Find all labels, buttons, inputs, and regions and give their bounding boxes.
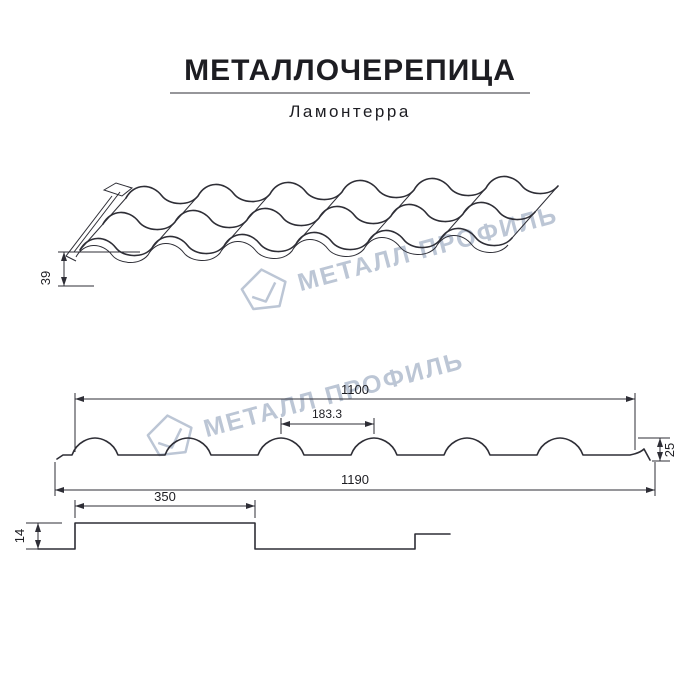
dimension-wave-pitch: 183.3: [280, 407, 375, 434]
dimension-cover-width: 1100: [74, 382, 636, 452]
dimension-value: 1100: [341, 382, 369, 397]
left-flange-strip: [65, 191, 121, 262]
tile-column-lines: [79, 185, 559, 251]
step-profile-view: 350 14: [12, 489, 451, 550]
metal-profil-logo-icon: [240, 268, 287, 311]
dimension-value: 14: [12, 529, 27, 543]
watermark-brand-text: МЕТАЛЛ ПРОФИЛЬ: [201, 347, 467, 443]
tile-wave-row-1: [125, 175, 559, 205]
dimension-value: 25: [662, 443, 677, 457]
cross-section-view: 1100 183.3 25 1190: [54, 382, 677, 496]
dimension-value: 1190: [341, 472, 369, 487]
metal-profil-logo-icon: [146, 414, 193, 457]
step-profile-line: [37, 522, 451, 550]
page-title: МЕТАЛЛОЧЕРЕПИЦА: [184, 54, 516, 87]
header: МЕТАЛЛОЧЕРЕПИЦА Ламонтерра: [170, 54, 530, 121]
perspective-view: 39: [38, 175, 559, 287]
ridge-cap-detail: [102, 182, 134, 197]
dimension-full-width: 1190: [54, 462, 656, 496]
profile-curve: [56, 437, 651, 461]
tile-front-edge: [75, 235, 509, 263]
page-subtitle: Ламонтерра: [289, 102, 411, 121]
dimension-value: 183.3: [312, 407, 342, 421]
watermark-1: МЕТАЛЛ ПРОФИЛЬ: [240, 201, 561, 311]
dimension-module-length: 350: [74, 489, 256, 518]
dimension-value: 39: [38, 271, 53, 285]
dimension-profile-height: 25: [638, 437, 677, 462]
dimension-step-height: 14: [12, 522, 62, 550]
dimension-eave-height: 39: [38, 251, 140, 287]
dimension-value: 350: [154, 489, 176, 504]
